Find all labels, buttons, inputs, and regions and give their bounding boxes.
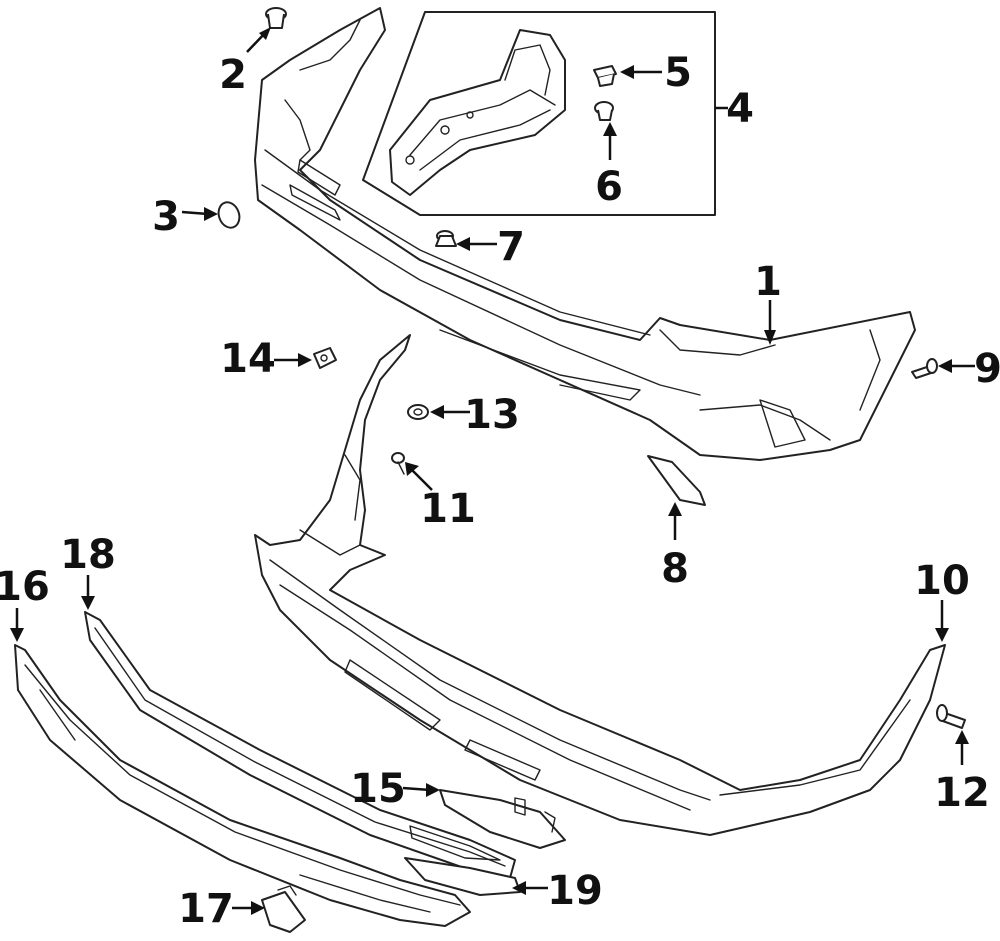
bracket-icon-part-8: [647, 455, 706, 506]
callout-11: 11: [420, 486, 476, 532]
bracket-icon-part-17: [261, 885, 306, 933]
callout-18: 18: [60, 532, 116, 578]
clip-icon-part-6: [594, 101, 614, 121]
skid-plate-part-16: [14, 644, 471, 927]
callout-16: 16: [0, 564, 50, 610]
callout-14: 14: [220, 336, 276, 382]
callout-17: 17: [178, 886, 234, 932]
bracket-assembly-box: [362, 11, 716, 216]
push-pin-icon-part-7: [435, 230, 457, 247]
callout-8: 8: [661, 546, 689, 592]
callout-15: 15: [350, 766, 406, 812]
callout-2: 2: [219, 52, 247, 98]
callout-3: 3: [152, 194, 180, 240]
reflector-part-15: [439, 789, 566, 849]
clip-icon-part-13: [407, 404, 429, 420]
bolt-icon-part-12: [936, 704, 966, 729]
callout-1: 1: [754, 259, 782, 305]
callout-9: 9: [974, 346, 1000, 392]
screw-icon-part-9: [911, 358, 938, 379]
screw-icon-part-11: [391, 452, 405, 475]
plug-icon-part-3: [217, 201, 241, 229]
callout-13: 13: [464, 392, 520, 438]
leader-arrows: [10, 27, 975, 915]
callout-5: 5: [664, 50, 692, 96]
bumper-cover-lower: [254, 334, 946, 836]
nut-icon-part-14: [313, 347, 337, 369]
callout-4: 4: [726, 86, 754, 132]
callout-6: 6: [595, 164, 623, 210]
callout-12: 12: [934, 770, 990, 816]
lower-molding-part-18: [84, 611, 516, 879]
callout-7: 7: [497, 224, 525, 270]
nut-icon-part-5: [593, 65, 617, 87]
clip-icon-part-2: [265, 7, 287, 29]
callout-10: 10: [914, 558, 970, 604]
callout-19: 19: [547, 868, 603, 914]
